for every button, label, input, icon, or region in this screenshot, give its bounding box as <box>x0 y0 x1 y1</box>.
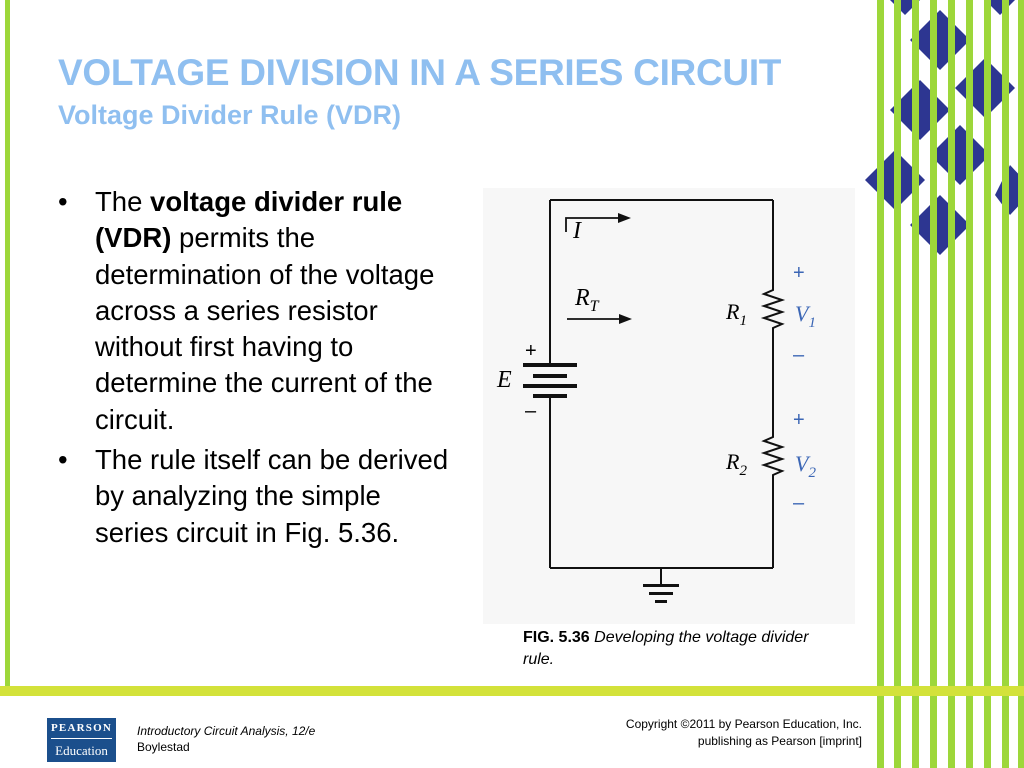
slide-subtitle: Voltage Divider Rule (VDR) <box>58 100 402 130</box>
book-author: Boylestad <box>137 740 190 754</box>
r1-label: R <box>725 299 740 324</box>
resistor-r2 <box>760 430 786 480</box>
current-arrow-icon <box>565 217 619 232</box>
current-label: I <box>572 218 582 244</box>
svg-text:V1: V1 <box>795 301 816 331</box>
v2-subscript: 2 <box>808 465 816 481</box>
v2-minus: – <box>793 492 805 514</box>
v2-plus: + <box>793 409 805 431</box>
bullet-dot-icon: • <box>58 186 68 217</box>
rt-arrowhead <box>619 314 632 324</box>
green-stripes <box>877 0 1024 768</box>
bullet-dot-icon: • <box>58 444 68 476</box>
footer-background <box>0 696 870 768</box>
copyright-line-1: Copyright ©2011 by Pearson Education, In… <box>625 717 862 731</box>
slide-title: VOLTAGE DIVISION IN A SERIES CIRCUIT <box>58 52 782 93</box>
copyright-notice: Copyright ©2011 by Pearson Education, In… <box>562 716 862 750</box>
left-accent-bar <box>5 0 10 768</box>
battery-icon <box>523 363 577 398</box>
caption-number: FIG. 5.36 <box>523 629 590 646</box>
pearson-logo: PEARSON Education <box>47 718 116 762</box>
footer-bar <box>0 686 1024 696</box>
source-plus: + <box>525 340 537 362</box>
bullet-list: • The voltage divider rule (VDR) permits … <box>55 184 450 555</box>
svg-text:V2: V2 <box>795 451 816 481</box>
logo-top-text: PEARSON <box>51 722 112 734</box>
ground-icon <box>643 584 679 603</box>
figure-caption: FIG. 5.36 Developing the voltage divider… <box>523 627 843 671</box>
v1-minus: – <box>793 344 805 366</box>
rt-label: R <box>574 285 590 311</box>
bullet-item: • The voltage divider rule (VDR) permits … <box>55 184 450 438</box>
svg-text:R2: R2 <box>725 449 747 479</box>
circuit-figure: I RT E + – R1 V1 + – R2 V2 + – <box>483 188 855 624</box>
r1-subscript: 1 <box>739 313 747 329</box>
logo-divider <box>51 738 112 739</box>
book-title: Introductory Circuit Analysis, 12/e <box>137 724 316 738</box>
v1-label: V <box>795 301 811 326</box>
source-minus: – <box>525 400 537 422</box>
figure-background <box>483 188 855 624</box>
bullet-text-prefix: The <box>95 186 151 217</box>
rt-subscript: T <box>590 298 600 315</box>
v2-label: V <box>795 451 811 476</box>
logo-bottom-text: Education <box>55 743 108 758</box>
caption-text: Developing the voltage divider rule. <box>523 629 809 668</box>
svg-text:RT: RT <box>574 285 600 315</box>
bullet-item: • The rule itself can be derived by analy… <box>55 442 450 551</box>
source-label: E <box>496 367 512 393</box>
svg-text:R1: R1 <box>725 299 747 329</box>
r2-subscript: 2 <box>739 463 747 479</box>
circuit-wires <box>549 199 786 585</box>
bullet-text-bold: voltage divider rule (VDR) <box>95 186 403 254</box>
current-arrowhead <box>618 213 631 223</box>
v1-plus: + <box>793 262 805 284</box>
book-info: Introductory Circuit Analysis, 12/e Boyl… <box>137 723 315 755</box>
bullet-text: The rule itself can be derived by analyz… <box>95 444 449 548</box>
bullet-text-rest: permits the determination of the voltage… <box>95 222 435 435</box>
r2-label: R <box>725 449 740 474</box>
copyright-line-2: publishing as Pearson [imprint] <box>697 734 862 748</box>
v1-subscript: 1 <box>808 315 816 331</box>
resistor-r1 <box>760 283 786 333</box>
diamond-pattern <box>865 0 1024 255</box>
